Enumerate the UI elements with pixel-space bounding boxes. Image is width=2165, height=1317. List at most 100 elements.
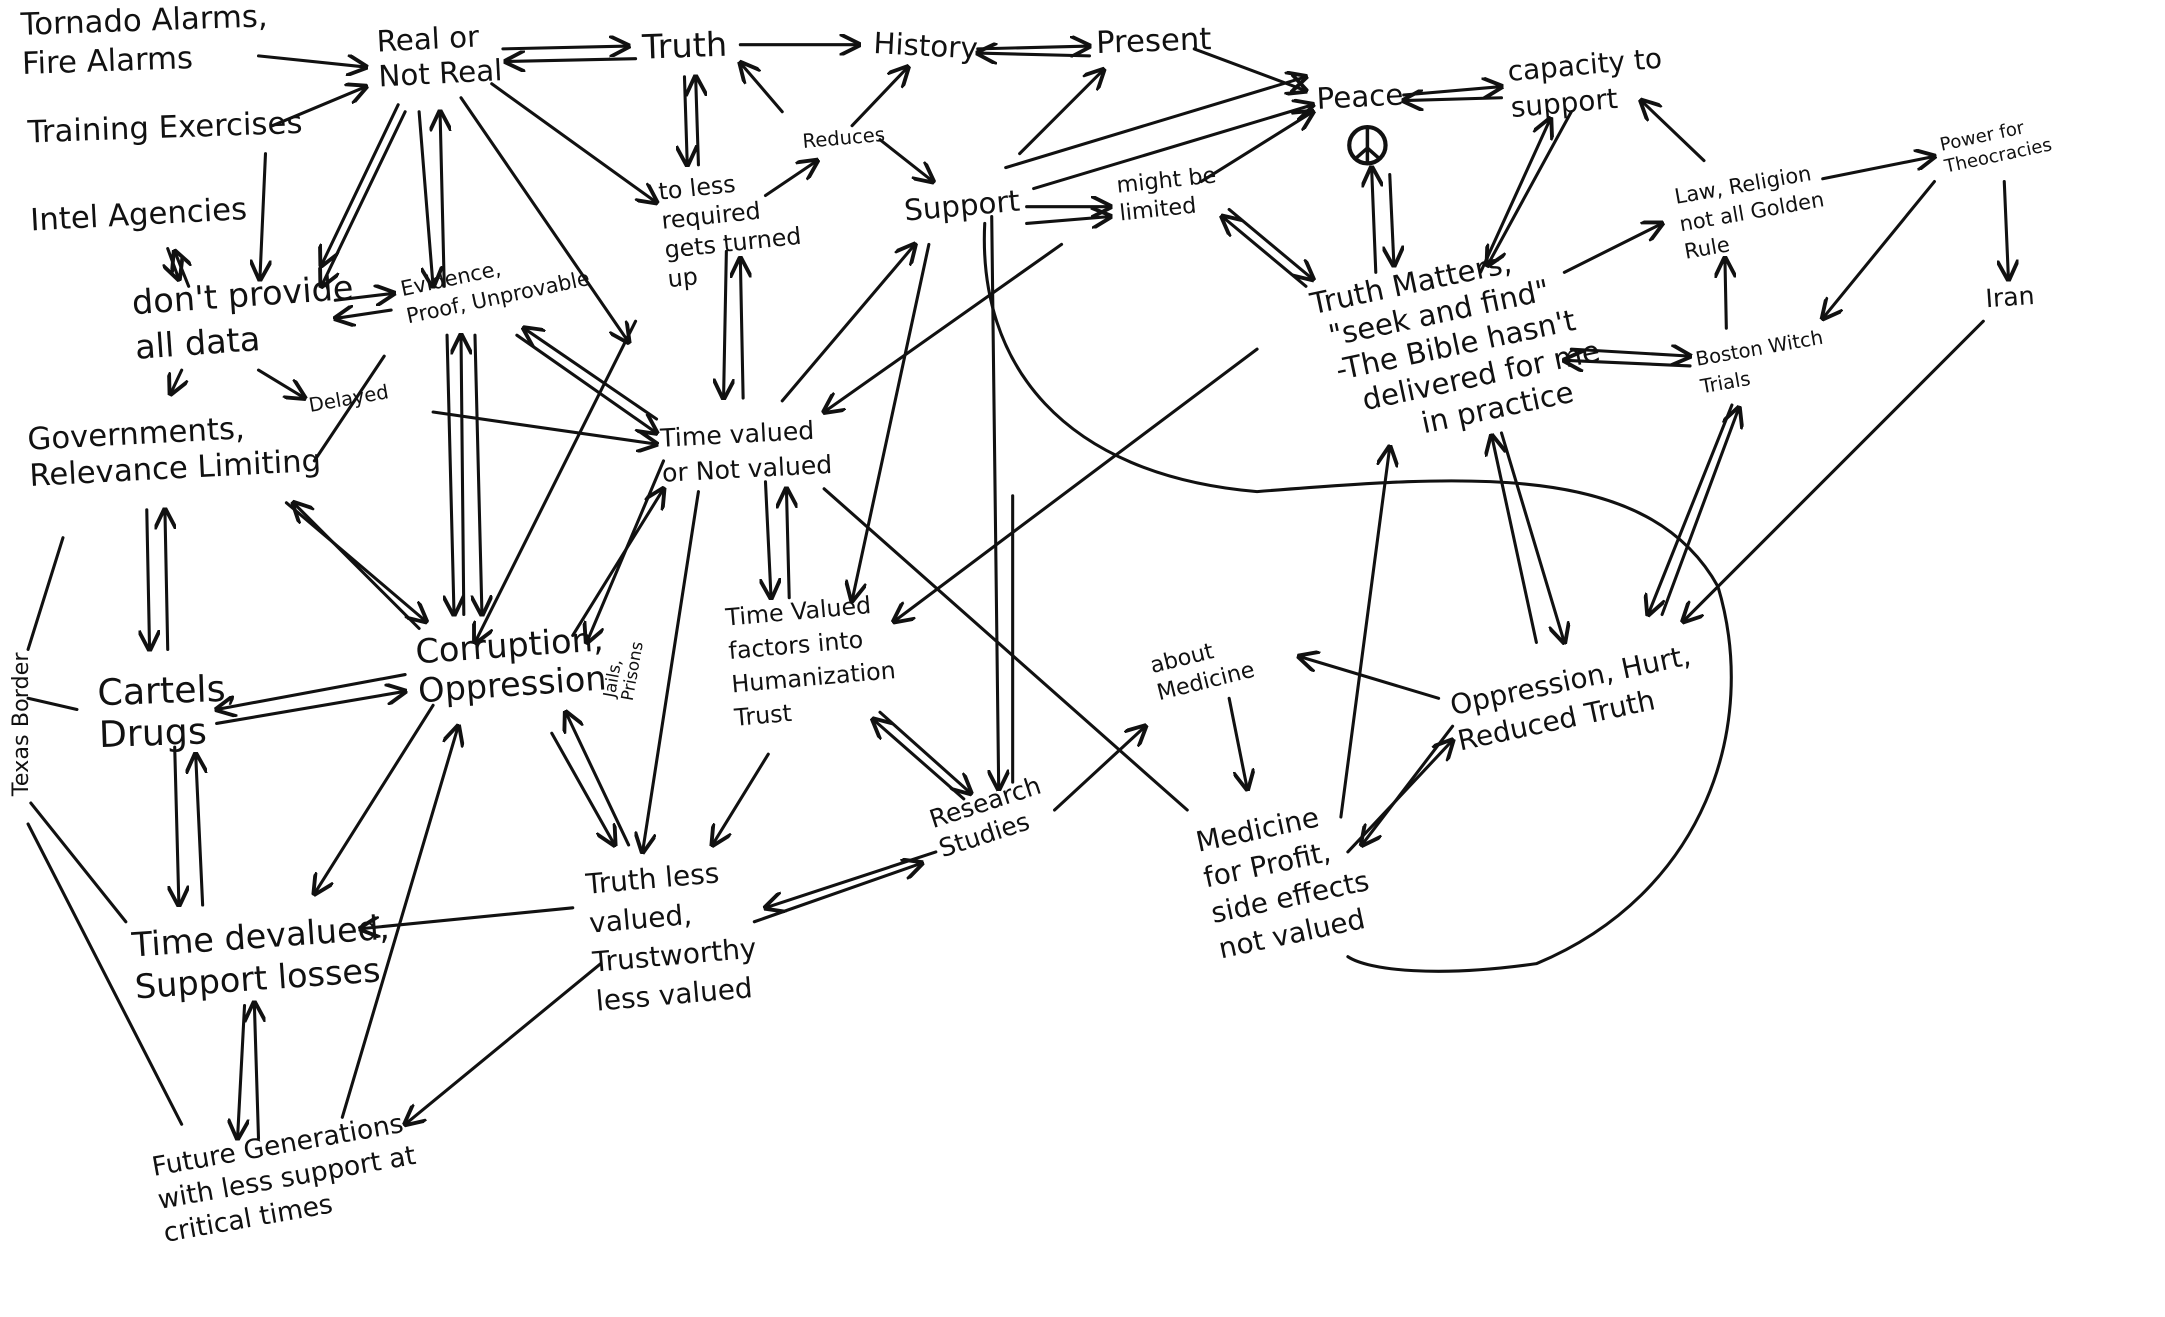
- arrow-edge: [1053, 726, 1146, 812]
- arrow-edge: [293, 503, 421, 631]
- arrow-edge: [1569, 349, 1690, 356]
- node-cartels: Cartels,Drugs: [97, 666, 238, 756]
- arrow-edge: [978, 53, 1092, 56]
- arrow-edge: [260, 152, 266, 280]
- arrow-edge: [550, 731, 615, 845]
- node-label-line: Prisons: [617, 640, 647, 702]
- arrow-edge: [878, 138, 933, 182]
- arrow-edge: [740, 63, 784, 114]
- node-label-line: less valued: [595, 971, 754, 1018]
- node-label-line: valued,: [588, 898, 693, 940]
- node-label-line: Truth: [640, 25, 727, 67]
- arrow-edge: [215, 691, 406, 725]
- arrow-edge: [256, 368, 305, 398]
- loop-curve: [982, 221, 1733, 973]
- arrow-edge: [1683, 319, 1985, 621]
- node-label-line: Trust: [732, 699, 793, 732]
- node-label-line: Training Exercises: [26, 105, 303, 151]
- node-label-line: capacity to: [1506, 42, 1663, 88]
- connector-line: [312, 354, 386, 463]
- arrow-edge: [1823, 180, 1936, 319]
- node-label-line: Present: [1095, 21, 1211, 61]
- node-label-line: Time valued: [659, 416, 815, 453]
- arrow-edge: [270, 87, 366, 128]
- connector-line: [26, 822, 184, 1126]
- arrow-edge: [1227, 696, 1247, 789]
- arrow-edge: [340, 726, 458, 1119]
- node-label-line: Tornado Alarms,: [19, 0, 268, 43]
- node-jails: Jails,Prisons: [599, 640, 647, 702]
- arrow-edge: [1362, 724, 1455, 845]
- node-evidence: Evidence,Proof, Unprovable: [398, 256, 591, 328]
- arrow-edge: [1488, 110, 1573, 266]
- arrow-edge: [724, 249, 727, 398]
- arrow-edge: [696, 77, 699, 167]
- arrow-edge: [1004, 77, 1306, 170]
- arrow-edge: [1199, 112, 1313, 184]
- node-label-line: up: [666, 262, 699, 293]
- node-label-line: Support: [903, 184, 1021, 228]
- arrow-edge: [321, 103, 400, 266]
- arrow-edge: [506, 59, 638, 62]
- loop-curves: [982, 221, 1733, 973]
- arrow-edge: [643, 490, 700, 852]
- node-label-line: support: [1509, 82, 1619, 124]
- arrow-edge: [765, 850, 938, 908]
- node-time-devalued: Time devalued,Support losses: [130, 908, 391, 1007]
- node-label-line: Intel Agencies: [29, 191, 248, 238]
- node-corruption: Corruption,Oppression: [414, 619, 607, 710]
- arrow-edge: [417, 110, 433, 287]
- node-training: Training Exercises: [26, 105, 303, 151]
- arrow-edge: [431, 410, 656, 444]
- arrow-edge: [763, 161, 817, 198]
- node-support: Support: [903, 184, 1021, 228]
- arrow-edge: [684, 75, 687, 165]
- arrow-edge: [765, 480, 771, 598]
- arrow-edge: [461, 335, 464, 617]
- node-truth-matters: Truth Matters,"seek and find"-The Bible …: [1306, 245, 1602, 440]
- arrow-edge: [440, 112, 444, 288]
- arrow-edge: [360, 906, 575, 929]
- node-label-line: Trials: [1698, 367, 1752, 399]
- node-label-line: Peace: [1316, 77, 1404, 115]
- arrow-edge: [165, 510, 168, 651]
- arrow-edge: [1018, 70, 1104, 156]
- node-truth: Truth: [640, 25, 727, 67]
- arrow-edge: [147, 508, 150, 650]
- arrow-edge: [824, 242, 1064, 412]
- arrow-edge: [1821, 156, 1935, 181]
- node-governments: Governments,Relevance Limiting: [27, 410, 322, 494]
- arrow-edge: [515, 333, 657, 433]
- arrow-edge: [752, 863, 922, 924]
- arrow-edge: [490, 82, 657, 203]
- arrow-edge: [175, 745, 179, 905]
- arrow-edge: [1564, 360, 1692, 366]
- node-label-line: limited: [1118, 193, 1197, 227]
- arrow-edge: [524, 328, 659, 421]
- node-label-line: factors into: [727, 625, 864, 665]
- arrow-edge: [254, 1003, 258, 1140]
- arrow-edge: [447, 333, 454, 614]
- arrow-edge: [1492, 436, 1538, 644]
- peace-symbol-icon: [1347, 124, 1388, 166]
- node-label-line: or Not valued: [661, 450, 833, 488]
- node-label-line: Boston Witch: [1694, 326, 1825, 371]
- node-label-line: Truth less: [583, 856, 720, 901]
- node-present: Present: [1095, 21, 1211, 61]
- arrow-edge: [501, 46, 629, 49]
- node-label-line: Cartels,: [97, 666, 238, 714]
- arrow-edge: [1648, 403, 1734, 614]
- arrow-edge: [238, 1004, 245, 1139]
- arrow-edge: [1660, 408, 1739, 617]
